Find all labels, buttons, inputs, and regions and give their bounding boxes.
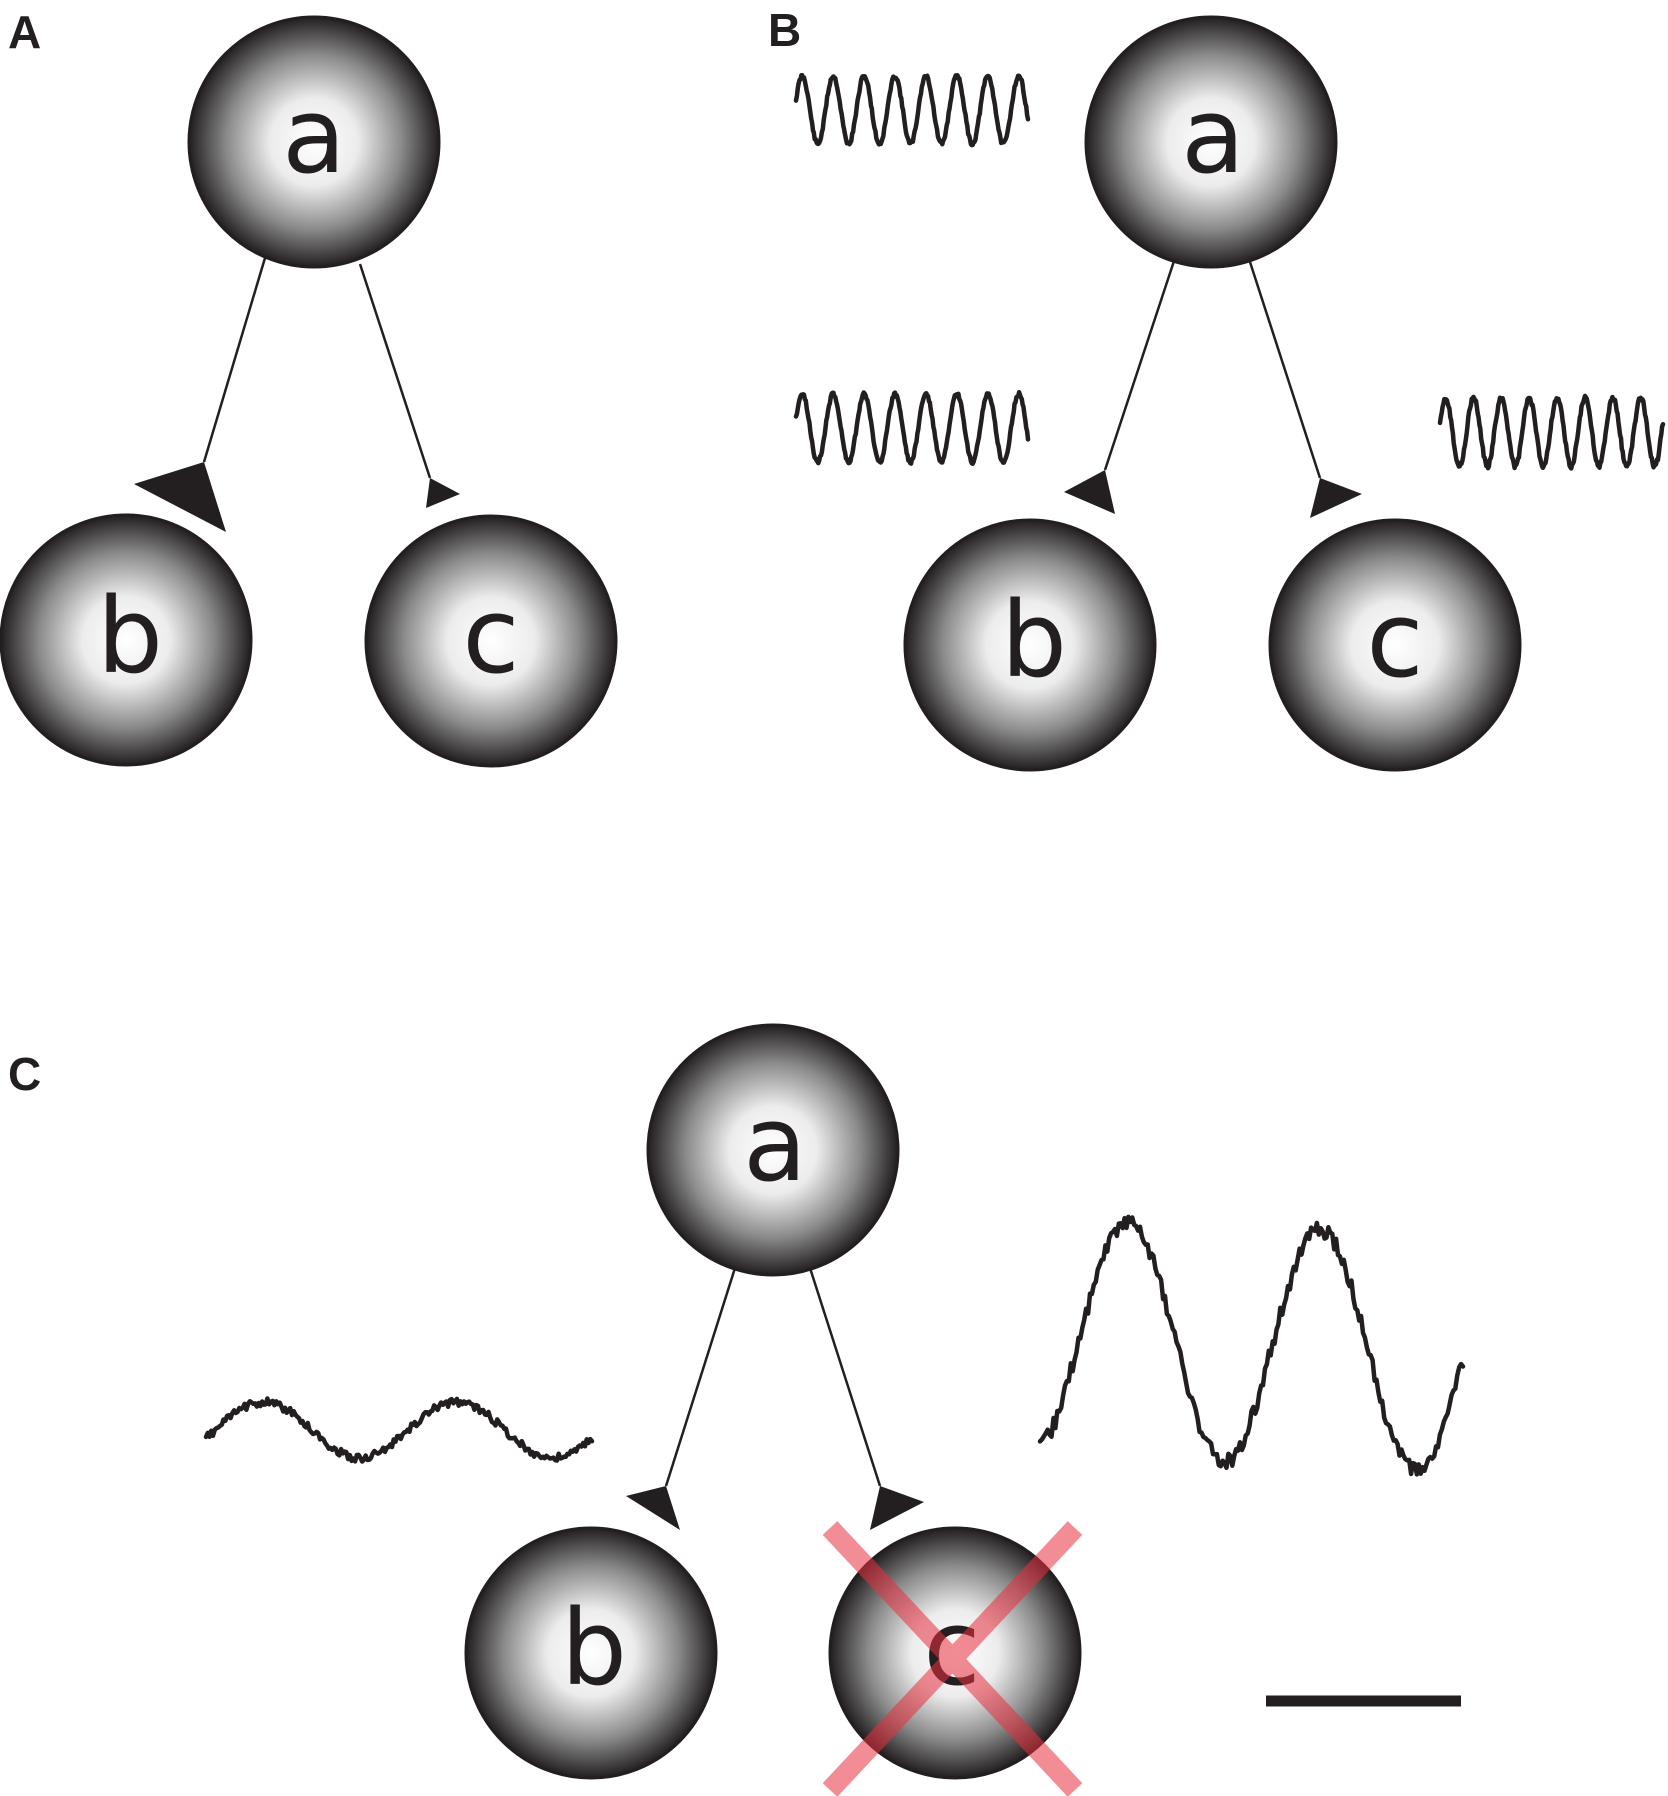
node-b: b: [464, 1526, 718, 1780]
node-label-c: c: [1366, 579, 1423, 701]
panel-label-a: A: [8, 6, 41, 58]
edge-a-to-b: [1064, 257, 1177, 514]
edge-a-to-c: [1248, 261, 1362, 518]
node-label-b: b: [561, 1587, 627, 1709]
edge-a-to-c: [808, 1267, 924, 1530]
ablation-cross-mark: [822, 1521, 1083, 1796]
node-label-a: a: [282, 75, 346, 197]
node-a: a: [1084, 15, 1338, 269]
arrowhead-a-to-b: [626, 1486, 680, 1530]
edge-a-to-b: [134, 257, 267, 532]
node-b: b: [0, 513, 253, 767]
oscillation-trace-b: [793, 389, 1031, 466]
panel-b: B a b c: [768, 4, 1666, 772]
node-label-a: a: [1181, 75, 1245, 197]
edge-a-to-b: [626, 1267, 737, 1530]
oscillation-trace-a: [793, 72, 1031, 148]
node-a: a: [646, 1023, 900, 1277]
slow-oscillation-trace-c: [1037, 1214, 1466, 1477]
oscillation-trace-c: [1437, 393, 1666, 471]
arrowhead-a-to-c: [426, 478, 460, 508]
node-c: c: [364, 514, 618, 768]
node-label-c: c: [462, 575, 519, 697]
node-a: a: [187, 15, 441, 269]
node-label-b: b: [97, 575, 163, 697]
slow-oscillation-trace-b: [203, 1396, 595, 1464]
node-label-b: b: [1001, 579, 1067, 701]
node-c: c: [1268, 518, 1522, 772]
arrowhead-a-to-c: [1310, 478, 1362, 518]
panel-c: C a b c: [8, 1023, 1466, 1796]
node-b: b: [903, 518, 1157, 772]
edge-a-to-c: [358, 263, 460, 508]
arrowhead-a-to-b: [1064, 470, 1115, 514]
arrowhead-a-to-b: [134, 462, 226, 532]
panel-label-c: C: [8, 1048, 41, 1100]
arrowhead-a-to-c: [870, 1486, 924, 1530]
node-label-a: a: [743, 1083, 807, 1205]
panel-a: A a b c: [0, 6, 618, 768]
panel-label-b: B: [768, 4, 801, 56]
